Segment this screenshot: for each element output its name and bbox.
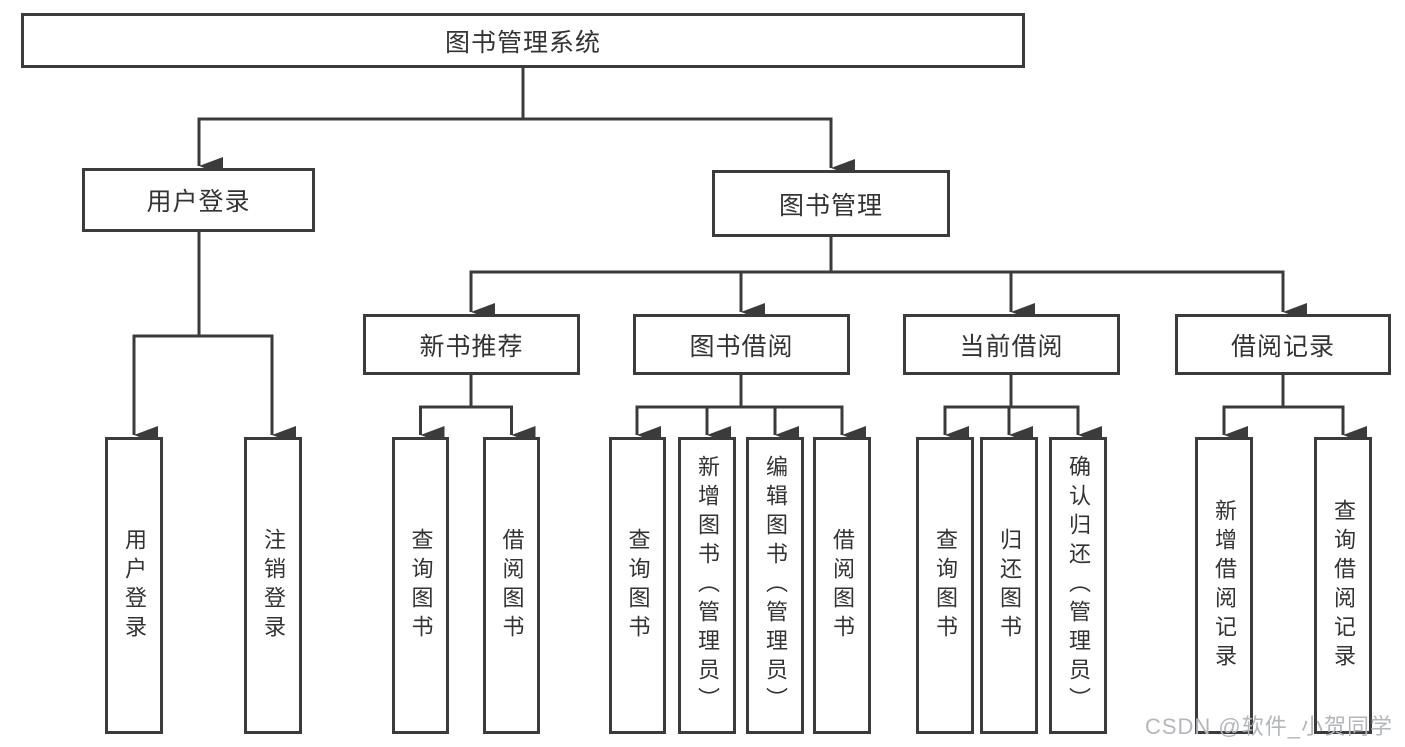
node-user-login: 用户登录	[82, 168, 315, 232]
leaf-edit-book-admin: 编辑图书（管理员）	[746, 437, 804, 734]
node-new-book-recommend: 新书推荐	[363, 314, 580, 375]
node-book-management: 图书管理	[712, 170, 950, 237]
leaf-add-book-admin-label: 新增图书（管理员）	[695, 455, 720, 716]
node-current-borrow-label: 当前借阅	[959, 332, 1064, 361]
leaf-query-book-1-label: 查询图书	[408, 527, 434, 644]
leaf-add-book-admin: 新增图书（管理员）	[678, 437, 736, 734]
leaf-query-book-2-label: 查询图书	[625, 527, 651, 644]
leaf-confirm-return-admin: 确认归还（管理员）	[1049, 437, 1107, 734]
leaf-borrow-book-1-label: 借阅图书	[499, 527, 525, 644]
leaf-logout: 注销登录	[244, 437, 302, 734]
node-library-system-label: 图书管理系统	[444, 28, 601, 57]
node-book-management-label: 图书管理	[778, 191, 883, 220]
leaf-query-book-3: 查询图书	[916, 437, 974, 734]
leaf-return-book: 归还图书	[980, 437, 1038, 734]
leaf-return-book-label: 归还图书	[997, 527, 1022, 644]
node-user-login-label: 用户登录	[146, 188, 251, 216]
leaf-borrow-book-2-label: 借阅图书	[830, 527, 855, 644]
leaf-edit-book-admin-label: 编辑图书（管理员）	[763, 455, 788, 716]
leaf-borrow-book-2: 借阅图书	[813, 437, 871, 734]
leaf-logout-label: 注销登录	[261, 527, 286, 644]
leaf-query-borrow-record-label: 查询借阅记录	[1331, 498, 1356, 673]
node-library-system: 图书管理系统	[21, 13, 1025, 68]
node-new-book-recommend-label: 新书推荐	[419, 332, 524, 361]
leaf-user-login: 用户登录	[105, 437, 163, 734]
node-book-borrow: 图书借阅	[633, 314, 850, 375]
leaf-query-book-2: 查询图书	[609, 437, 666, 734]
leaf-query-book-1: 查询图书	[392, 437, 449, 734]
node-book-borrow-label: 图书借阅	[689, 332, 794, 361]
leaf-confirm-return-admin-label: 确认归还（管理员）	[1066, 455, 1091, 716]
leaf-borrow-book-1: 借阅图书	[483, 437, 540, 734]
leaf-query-borrow-record: 查询借阅记录	[1314, 437, 1372, 734]
csdn-watermark: CSDN @软件_小贺同学	[1144, 714, 1393, 739]
leaf-query-book-3-label: 查询图书	[933, 527, 958, 644]
node-borrow-records: 借阅记录	[1175, 314, 1391, 375]
node-borrow-records-label: 借阅记录	[1230, 332, 1335, 361]
leaf-add-borrow-record-label: 新增借阅记录	[1212, 498, 1237, 673]
leaf-add-borrow-record: 新增借阅记录	[1195, 437, 1253, 734]
leaf-user-login-label: 用户登录	[122, 527, 147, 644]
node-current-borrow: 当前借阅	[903, 314, 1120, 375]
